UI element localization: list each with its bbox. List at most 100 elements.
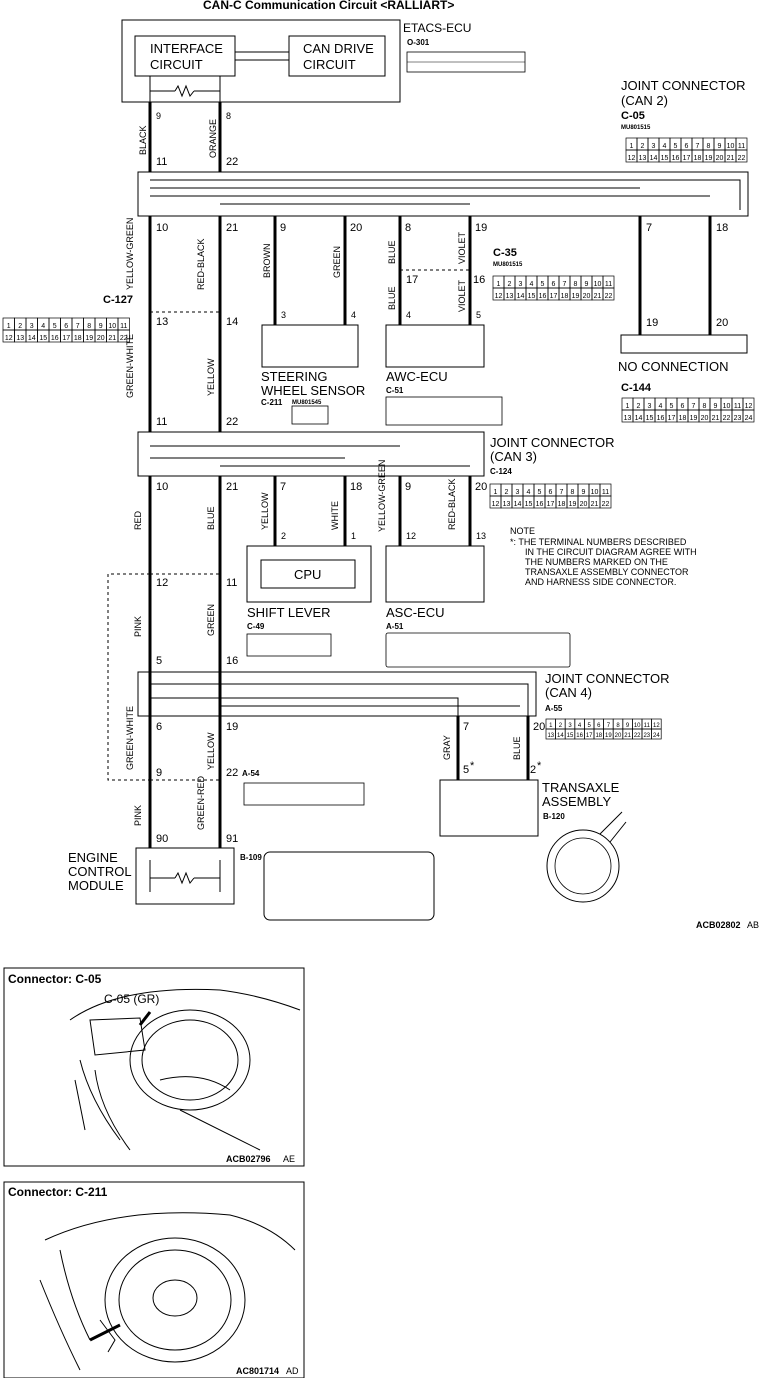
connector-pin-number: 18 [561, 293, 569, 300]
connector-pin-number: 18 [595, 733, 602, 739]
connector-pin-number: 17 [547, 501, 555, 508]
wire-red: RED [133, 510, 143, 530]
steering-illustration-c211 [39, 1212, 296, 1371]
asc-pin-13: 13 [476, 531, 486, 541]
wire-yellow-a54: YELLOW [206, 732, 216, 770]
connector-pin-number: 7 [692, 403, 696, 410]
connector-pin-number: 14 [514, 501, 522, 508]
connector-pin-number: 20 [701, 415, 709, 422]
note-title: NOTE [510, 526, 535, 536]
connector-pin-number: 1 [630, 143, 634, 150]
connector-pin-number: 16 [576, 733, 583, 739]
connector-pin-number: 6 [685, 143, 689, 150]
connector-pin-number: 16 [672, 155, 680, 162]
asc-connector-icon [385, 632, 571, 668]
can2-pin-8: 8 [405, 222, 411, 234]
connector-pin-number: 16 [539, 293, 547, 300]
transaxle-name-1: TRANSAXLE [542, 780, 620, 795]
connector-pin-number: 9 [99, 323, 103, 330]
wire-yellow-c127: YELLOW [206, 358, 216, 396]
connector-pin-number: 11 [738, 143, 745, 150]
can3-name-1: JOINT CONNECTOR [490, 435, 614, 450]
connector-pin-number: 12 [628, 155, 636, 162]
main-reference: ACB02802 [696, 920, 741, 930]
shift-lever-box [246, 545, 372, 603]
connector-pin-number: 8 [707, 143, 711, 150]
connector-pin-number: 19 [85, 335, 93, 342]
connector-pin-number: 11 [120, 323, 127, 330]
awc-connector-icon [385, 396, 503, 426]
connector-pin-number: 6 [681, 403, 685, 410]
etacs-pin-9: 9 [156, 111, 161, 121]
can2-pin-22: 22 [226, 156, 238, 168]
transaxle-name-2: ASSEMBLY [542, 794, 611, 809]
connector-pin-number: 18 [74, 335, 82, 342]
connector-pin-number: 2 [508, 281, 512, 288]
connector-pin-number: 4 [41, 323, 45, 330]
steering-pin-3: 3 [281, 310, 286, 320]
connector-pin-number: 6 [597, 723, 601, 729]
cpu-box [260, 559, 356, 589]
etacs-pin-8: 8 [226, 111, 231, 121]
note-line-2: IN THE CIRCUIT DIAGRAM AGREE WITH [525, 547, 697, 557]
mid-pin-16: 16 [226, 655, 238, 667]
connector-pin-number: 6 [552, 281, 556, 288]
no-connection-box [620, 334, 748, 354]
connector-pin-number: 9 [626, 723, 630, 729]
connector-pin-number: 22 [634, 733, 641, 739]
shift-pin-1: 1 [351, 531, 356, 541]
jc-can4-box [137, 671, 537, 717]
diagram-title: CAN-C Communication Circuit <RALLIART> [203, 0, 454, 12]
connector-pin-number: 1 [497, 281, 501, 288]
wire-blue-awc-a: BLUE [387, 240, 397, 264]
connector-c05-panel [3, 967, 305, 1167]
connector-pin-number: 19 [605, 733, 612, 739]
c127-code: C-127 [103, 294, 133, 306]
connector-pin-number: 5 [674, 143, 678, 150]
connector-pin-number: 18 [694, 155, 702, 162]
connector-pin-number: 3 [568, 723, 572, 729]
connector-pin-number: 20 [97, 335, 105, 342]
connector-pin-number: 2 [641, 143, 645, 150]
connector-pin-number: 15 [661, 155, 669, 162]
connector-pin-number: 4 [659, 403, 663, 410]
connector-pin-number: 3 [516, 489, 520, 496]
connector-pin-number: 4 [527, 489, 531, 496]
etacs-ecu-box [121, 19, 401, 103]
c35-part: MU801515 [493, 262, 523, 268]
c05-callout: C-05 (GR) [104, 992, 159, 1006]
connector-pin-number: 17 [62, 335, 70, 342]
note-line-4: TRANSAXLE ASSEMBLY CONNECTOR [525, 567, 689, 577]
connector-pin-number: 9 [585, 281, 589, 288]
ecm-name-2: CONTROL [68, 864, 132, 879]
dashboard-illustration-c05 [69, 988, 301, 1151]
can4-pin-6: 6 [156, 721, 162, 733]
connector-pin-number: 16 [536, 501, 544, 508]
steering-sensor-box [261, 324, 359, 368]
connector-pin-number: 22 [738, 155, 746, 162]
ecm-code: B-109 [240, 853, 262, 862]
ecm-name-3: MODULE [68, 878, 124, 893]
asc-ecu-box [385, 545, 485, 603]
connector-pin-number: 2 [637, 403, 641, 410]
c144-code: C-144 [621, 382, 652, 394]
trans-star-2: * [537, 760, 542, 772]
connector-pin-number: 12 [5, 335, 13, 342]
connector-pin-number: 8 [571, 489, 575, 496]
can-drive-circuit-box [288, 35, 386, 77]
wire-white-shift: WHITE [330, 501, 340, 530]
connector-pin-number: 1 [626, 403, 630, 410]
etacs-code: O-301 [407, 38, 430, 47]
shift-name: SHIFT LEVER [247, 605, 331, 620]
trans-star-5: * [470, 760, 475, 772]
connector-pin-number: 2 [505, 489, 509, 496]
connector-pin-number: 8 [616, 723, 620, 729]
connector-pin-number: 12 [653, 723, 660, 729]
steering-name-2: WHEEL SENSOR [261, 383, 365, 398]
asc-name: ASC-ECU [386, 605, 445, 620]
